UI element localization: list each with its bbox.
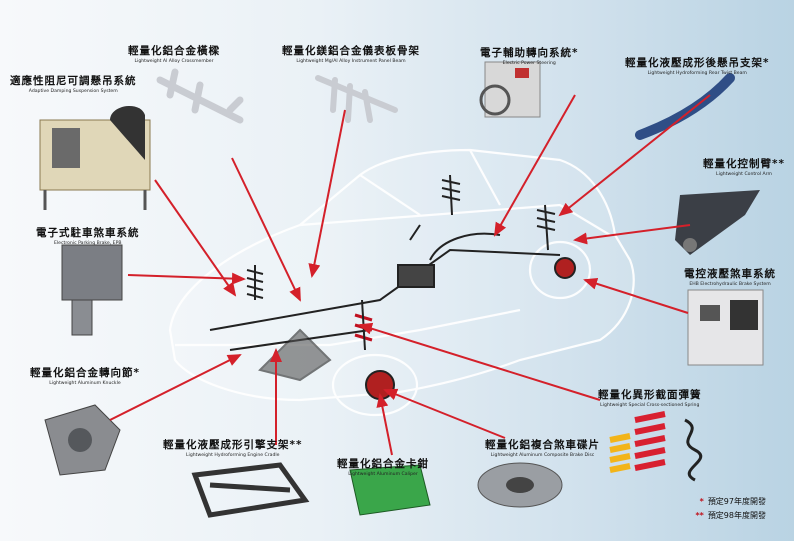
- caliper-image: [349, 464, 431, 516]
- rear-twist-zh: 輕量化液壓成形後懸吊支架*: [625, 57, 770, 69]
- panel-beam-en: Lightweight Mg/Al Alloy Instrument Panel…: [296, 59, 406, 64]
- front-strut-left: [246, 265, 264, 300]
- crossmember-zh: 輕量化鋁合金橫樑: [128, 45, 220, 57]
- legend-double-star: **: [695, 511, 704, 520]
- eps-zh: 電子輔助轉向系統*: [480, 47, 579, 59]
- engine-cradle-zh: 輕量化液壓成形引擎支架**: [163, 439, 303, 451]
- label-knuckle: 輕量化鋁合金轉向節* Lightweight Aluminum Knuckle: [30, 365, 140, 386]
- engine-cradle-image: [191, 462, 310, 518]
- label-control-arm: 輕量化控制臂** Lightweight Control Arm: [703, 156, 785, 177]
- label-eps: 電子輔助轉向系統* Electric Power Steering: [480, 45, 579, 66]
- spring-zh: 輕量化異形截面彈簧: [598, 389, 702, 401]
- control-arm-en: Lightweight Control Arm: [716, 172, 772, 177]
- knuckle-zh: 輕量化鋁合金轉向節*: [30, 367, 140, 379]
- label-crossmember: 輕量化鋁合金橫樑 Lightweight Al Alloy Crossmembe…: [128, 43, 220, 64]
- rear-brake-hub: [554, 257, 576, 279]
- adaptive-damping-zh: 適應性阻尼可調懸吊系統: [10, 75, 137, 87]
- panel-beam-zh: 輕量化鎂鋁合金儀表板骨架: [282, 45, 420, 57]
- crossmember-image: [156, 68, 244, 124]
- panel-beam-image: [315, 75, 398, 123]
- eps-image: [479, 61, 541, 118]
- epb-image: [61, 244, 123, 336]
- ehb-en: EHB Electrohydraulic Brake System: [689, 282, 771, 287]
- label-ehb: 電控液壓煞車系統 EHB Electrohydraulic Brake Syst…: [684, 266, 776, 287]
- label-epb: 電子式駐車煞車系統 Electronic Parking Brake, EPB: [36, 225, 140, 246]
- legend-single: *預定97年度開發: [700, 496, 766, 507]
- brake-disc-image: [477, 462, 563, 508]
- label-brake-disc: 輕量化鋁複合煞車碟片 Lightweight Aluminum Composit…: [485, 437, 600, 458]
- brake-disc-en: Lightweight Aluminum Composite Brake Dis…: [490, 453, 595, 458]
- springs-image: [609, 411, 703, 482]
- rear-struts: [441, 174, 556, 251]
- ehb-image: [687, 289, 764, 366]
- label-engine-cradle: 輕量化液壓成形引擎支架** Lightweight Hydroforming E…: [163, 437, 302, 458]
- label-rear-twist: 輕量化液壓成形後懸吊支架* Lightweight Hydroforming R…: [625, 55, 770, 76]
- caliper-zh: 輕量化鋁合金卡鉗: [337, 458, 429, 470]
- eps-en: Electric Power Steering: [502, 61, 556, 66]
- chassis-drawing: [209, 224, 561, 382]
- adaptive-damping-en: Adaptive Damping Suspension System: [28, 89, 118, 94]
- epb-en: Electronic Parking Brake, EPB: [53, 241, 122, 246]
- engine-cradle-en: Lightweight Hydroforming Engine Cradle: [185, 453, 280, 458]
- legend-double-text: 預定98年度開發: [707, 511, 766, 520]
- ehb-zh: 電控液壓煞車系統: [684, 268, 776, 280]
- front-brake-hub: [365, 370, 395, 400]
- legend-single-star: *: [699, 497, 704, 506]
- rear-twist-beam-image: [635, 73, 735, 140]
- pointer-arrows: [109, 94, 711, 456]
- legend-single-text: 預定97年度開發: [707, 497, 766, 506]
- label-spring: 輕量化異形截面彈簧 Lightweight Special Cross-sect…: [598, 387, 702, 408]
- control-arm-image: [675, 190, 760, 255]
- rear-twist-en: Lightweight Hydroforming Rear Twist Beam: [647, 71, 747, 76]
- brake-disc-zh: 輕量化鋁複合煞車碟片: [485, 439, 600, 451]
- control-arm-zh: 輕量化控制臂**: [703, 158, 785, 170]
- label-caliper: 輕量化鋁合金卡鉗 Lightweight Aluminum Caliper: [337, 456, 429, 477]
- crossmember-en: Lightweight Al Alloy Crossmember: [134, 59, 214, 64]
- legend-double: **預定98年度開發: [695, 510, 766, 521]
- label-panel-beam: 輕量化鎂鋁合金儀表板骨架 Lightweight Mg/Al Alloy Ins…: [282, 43, 420, 64]
- adaptive-damping-image: [39, 105, 151, 210]
- label-adaptive-damping: 適應性阻尼可調懸吊系統 Adaptive Damping Suspension …: [10, 73, 137, 94]
- spring-en: Lightweight Special Cross-sectioned Spri…: [600, 403, 700, 408]
- epb-zh: 電子式駐車煞車系統: [36, 227, 140, 239]
- knuckle-en: Lightweight Aluminum Knuckle: [49, 381, 121, 386]
- caliper-en: Lightweight Aluminum Caliper: [348, 472, 418, 477]
- knuckle-image: [44, 404, 121, 476]
